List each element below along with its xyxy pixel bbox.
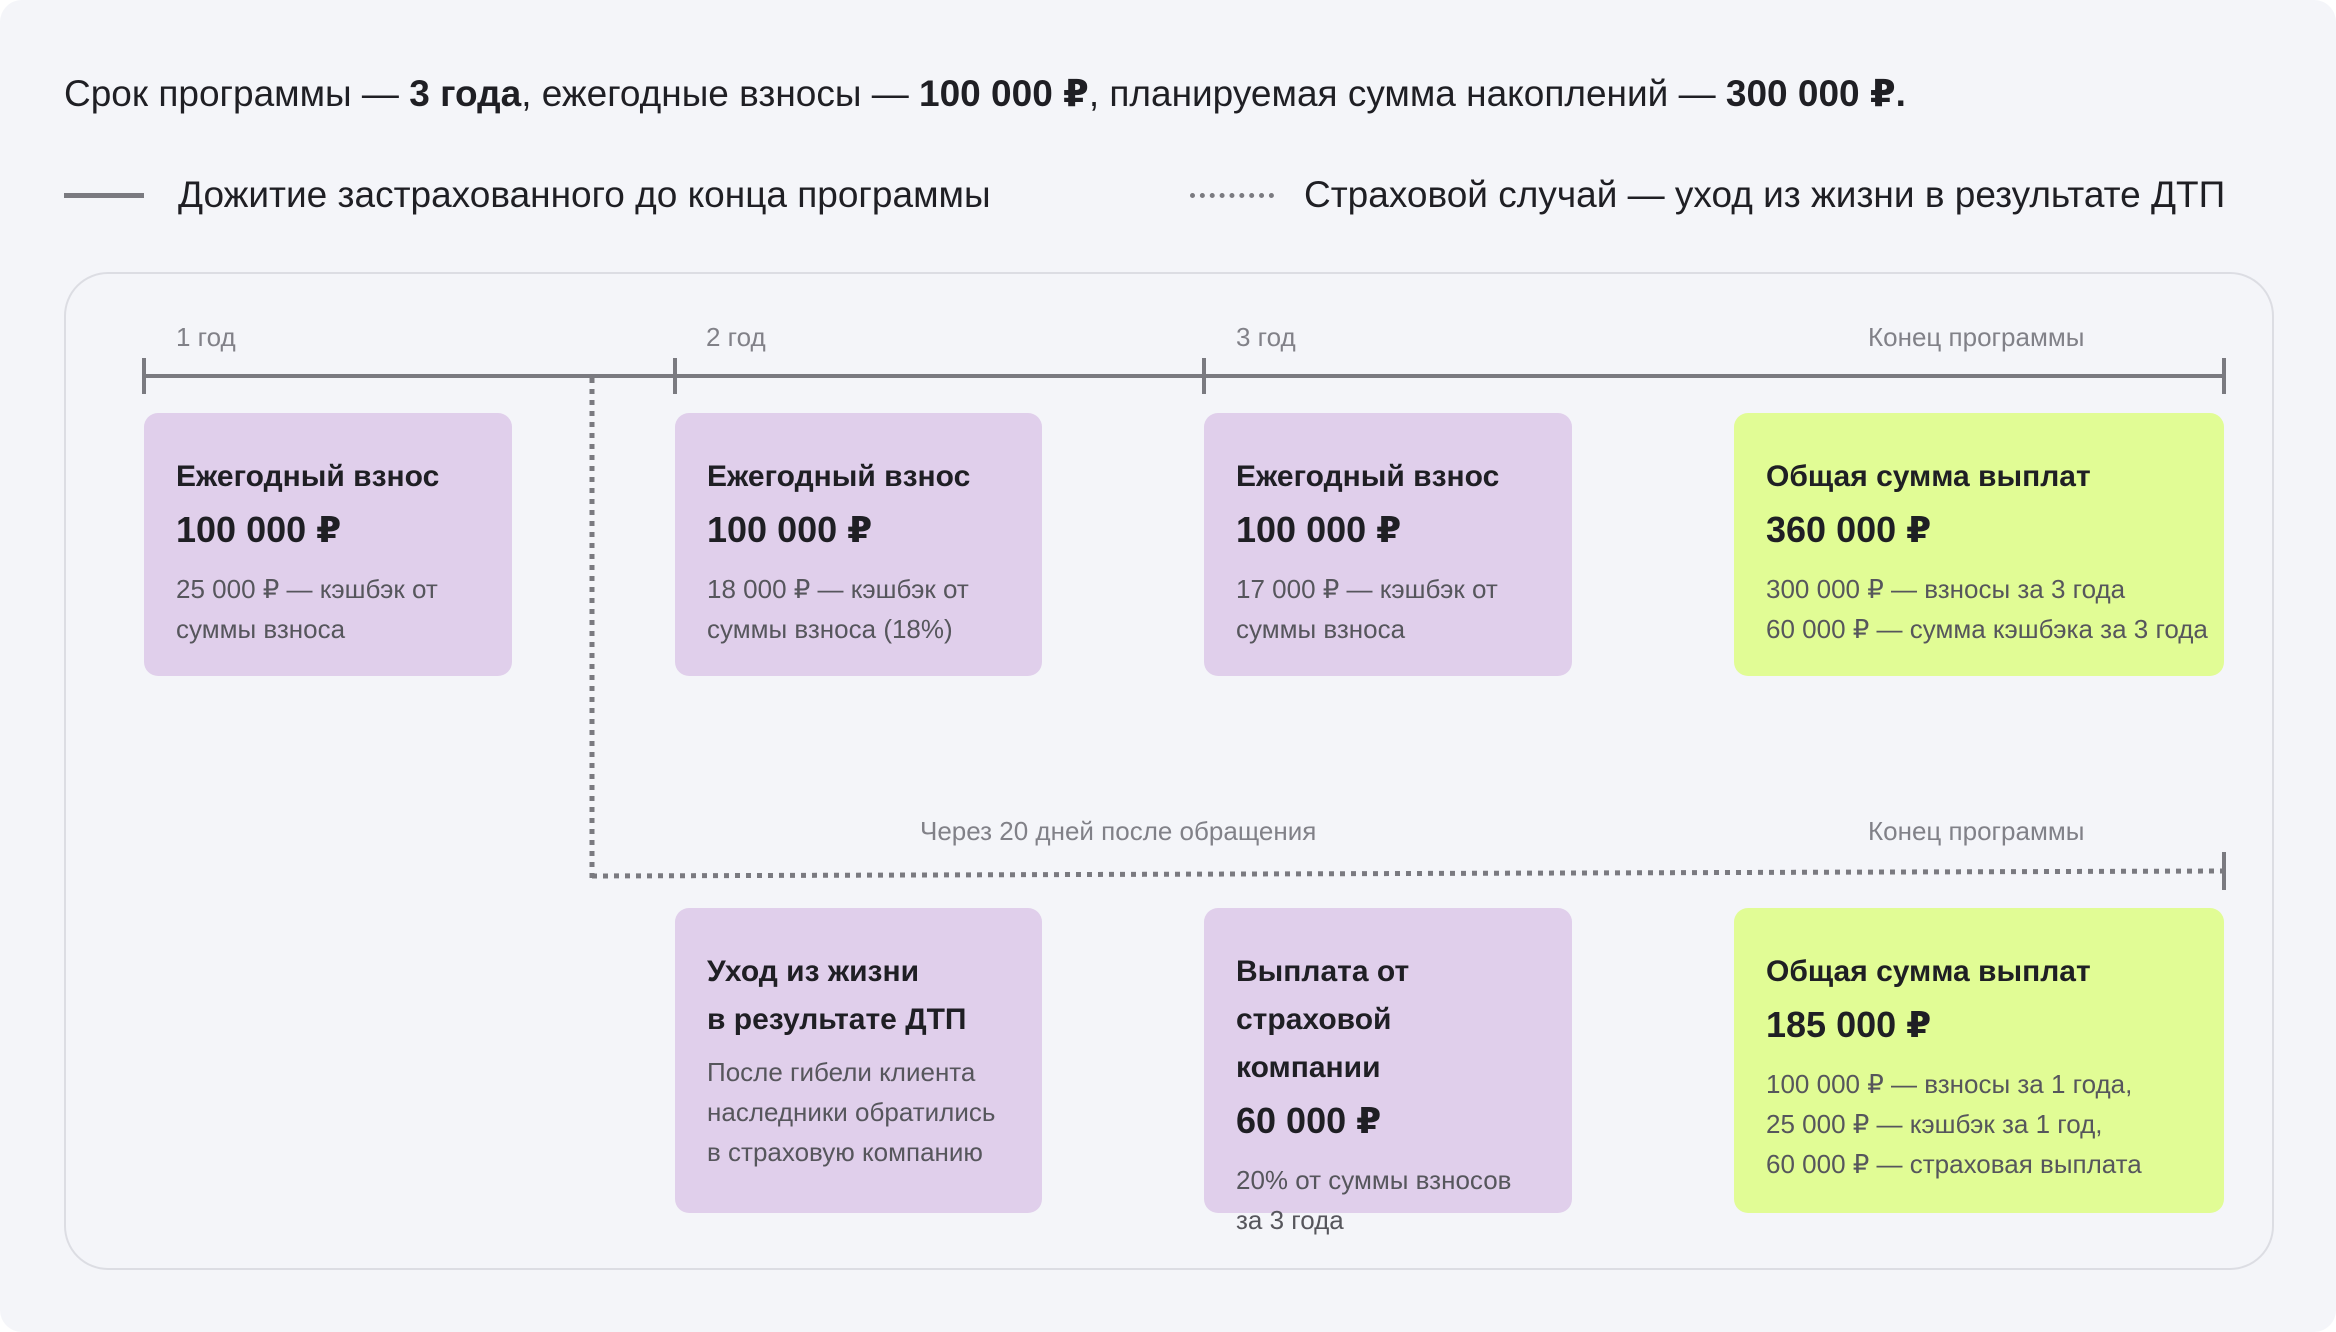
card-note-line: 20% от суммы взносов [1236,1165,1512,1195]
card-note: 17 000 ₽ — кэшбэк от суммы взноса [1236,569,1540,649]
card-amount: 60 000 ₽ [1236,1100,1382,1141]
card-title: Общая сумма выплат [1766,460,2091,493]
card-note: 25 000 ₽ — кэшбэк от суммы взноса [176,569,480,649]
card-note-line: в страховую компанию [707,1137,983,1167]
label-year-3: 3 год [1236,322,1296,352]
card-note-line: 60 000 ₽ — сумма кэшбэка за 3 года [1766,614,2208,644]
label-after-20-days: Через 20 дней после обращения [920,816,1317,846]
summary-planned-savings: 300 000 ₽. [1725,73,1906,114]
card-note-line: 17 000 ₽ — кэшбэк от [1236,574,1498,604]
card-note-line: 25 000 ₽ — кэшбэк за 1 год, [1766,1109,2103,1139]
card-title: Уход из жизни в результате ДТП [707,948,1010,1044]
card-title-line: Уход из жизни [707,955,920,988]
card-title: Общая сумма выплат [1766,955,2091,988]
card-title: Ежегодный взнос [707,460,971,493]
card-note: 20% от суммы взносов за 3 года [1236,1160,1540,1240]
card-note-line: суммы взноса (18%) [707,614,953,644]
legend-dotted-label: Страховой случай — уход из жизни в резул… [1304,174,2226,215]
card-note-line: 25 000 ₽ — кэшбэк от [176,574,438,604]
card-note-line: 300 000 ₽ — взносы за 3 года [1766,574,2126,604]
dotted-timeline-line [591,868,2223,879]
summary-annual-payment: 100 000 ₽ [919,73,1089,114]
card-total-payout-insured-event: Общая сумма выплат 185 000 ₽ 100 000 ₽ —… [1734,908,2224,1213]
card-title-line: в результате ДТП [707,1003,967,1036]
card-amount: 360 000 ₽ [1766,509,1932,550]
card-insurance-payout: Выплата от страховой компании 60 000 ₽ 2… [1204,908,1572,1235]
card-amount: 100 000 ₽ [1236,509,1402,550]
legend-dotted: Страховой случай — уход из жизни в резул… [1190,170,2225,220]
program-summary: Срок программы — 3 года, ежегодные взнос… [64,64,2264,124]
label-year-1: 1 год [176,322,236,352]
card-annual-payment-year-2: Ежегодный взнос 100 000 ₽ 18 000 ₽ — кэш… [675,413,1042,676]
label-year-2: 2 год [706,322,766,352]
card-note: 300 000 ₽ — взносы за 3 года 60 000 ₽ — … [1766,569,2208,649]
dotted-line-icon [1190,192,1274,198]
label-program-end: Конец программы [1868,322,2085,352]
card-note-line: 18 000 ₽ — кэшбэк от [707,574,969,604]
card-note-line: наследники обратились [707,1097,996,1127]
card-title: Ежегодный взнос [1236,460,1500,493]
legend-solid: Дожитие застрахованного до конца програм… [64,170,991,220]
card-amount: 100 000 ₽ [176,509,342,550]
card-annual-payment-year-1: Ежегодный взнос 100 000 ₽ 25 000 ₽ — кэш… [144,413,512,676]
summary-text-1: Срок программы — [64,73,410,114]
card-title: Выплата от страховой компании [1236,948,1540,1092]
summary-text-3: , планируемая сумма накоплений — [1088,73,1726,114]
card-title: Ежегодный взнос [176,460,440,493]
card-title-line: страховой компании [1236,1003,1392,1084]
card-total-payout-survival: Общая сумма выплат 360 000 ₽ 300 000 ₽ —… [1734,413,2224,676]
solid-line-icon [64,192,144,198]
summary-text-2: , ежегодные взносы — [521,73,920,114]
card-note-line: суммы взноса [1236,614,1406,644]
card-note-line: 100 000 ₽ — взносы за 1 года, [1766,1069,2133,1099]
summary-term: 3 года [409,73,522,114]
card-annual-payment-year-3: Ежегодный взнос 100 000 ₽ 17 000 ₽ — кэш… [1204,413,1572,676]
card-note: 18 000 ₽ — кэшбэк от суммы взноса (18%) [707,569,1010,649]
label-program-end-bottom: Конец программы [1868,816,2085,846]
card-amount: 185 000 ₽ [1766,1004,1932,1045]
card-note-line: за 3 года [1236,1205,1344,1235]
card-note-line: 60 000 ₽ — страховая выплата [1766,1149,2142,1179]
card-note-line: После гибели клиента [707,1057,976,1087]
card-note-line: суммы взноса [176,614,346,644]
card-death-accident: Уход из жизни в результате ДТП После гиб… [675,908,1042,1213]
card-title-line: Выплата от [1236,955,1410,988]
card-amount: 100 000 ₽ [707,509,873,550]
card-note: После гибели клиента наследники обратили… [707,1052,1010,1172]
legend-solid-label: Дожитие застрахованного до конца програм… [178,174,991,215]
card-note: 100 000 ₽ — взносы за 1 года, 25 000 ₽ —… [1766,1064,2192,1184]
